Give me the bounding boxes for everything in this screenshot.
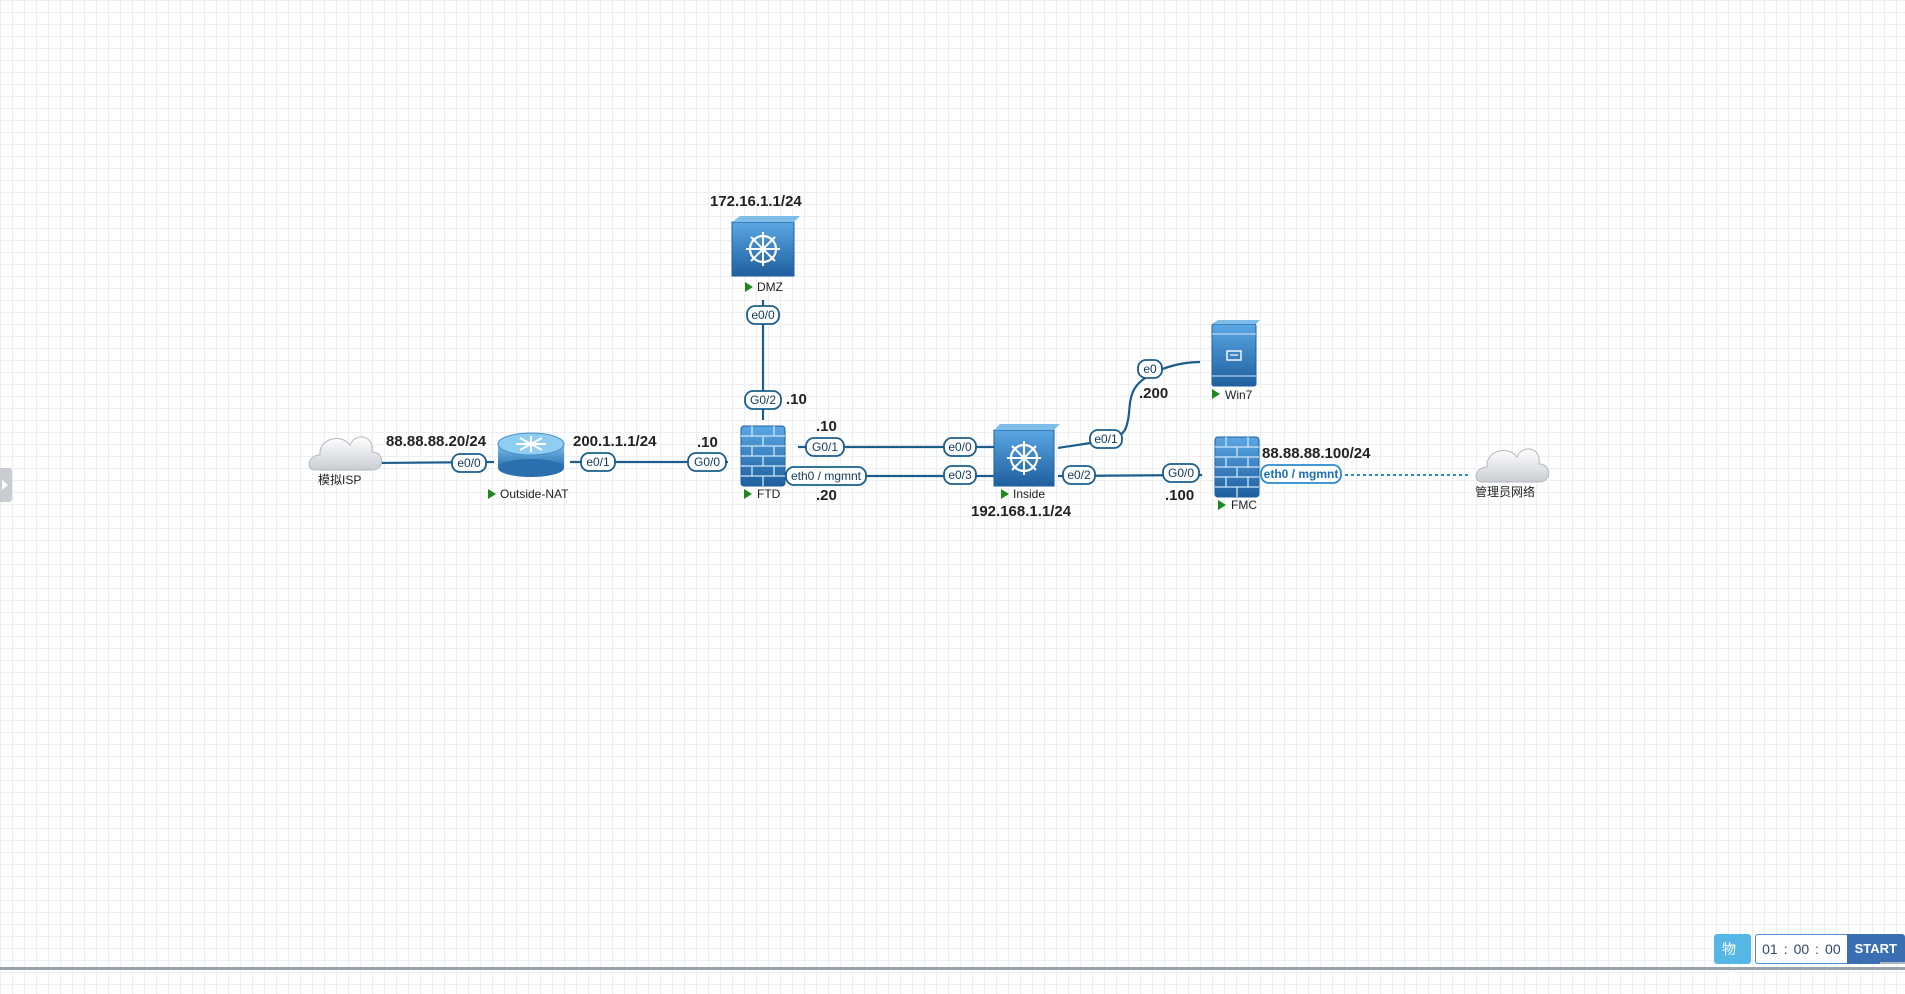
port-inside-e00[interactable]: e0/0 <box>943 437 977 457</box>
ftd-label: FTD <box>757 487 781 501</box>
svg-text:eth0 / mgmnt: eth0 / mgmnt <box>1264 467 1339 481</box>
running-indicator <box>1001 489 1009 499</box>
server-icon <box>1211 320 1260 387</box>
port-dmz-e00[interactable]: e0/0 <box>746 305 780 325</box>
port-win7-e0[interactable]: e0 <box>1137 359 1163 379</box>
svg-text:G0/1: G0/1 <box>812 440 838 454</box>
ip-label-fmc-mgmt: 88.88.88.100/24 <box>1262 445 1371 462</box>
running-indicator <box>1212 389 1220 399</box>
isp-label: 模拟ISP <box>318 473 361 487</box>
timer-minutes: 00 <box>1793 941 1810 957</box>
port-nat-e01[interactable]: e0/1 <box>580 452 616 472</box>
start-button[interactable]: START <box>1846 934 1905 964</box>
svg-text:e0/1: e0/1 <box>586 455 610 469</box>
firewall-icon <box>740 425 786 487</box>
ip-label-ftd-mgmt: .20 <box>816 487 837 504</box>
port-ftd-g02[interactable]: G0/2 <box>744 390 782 410</box>
port-inside-e02[interactable]: e0/2 <box>1062 465 1096 485</box>
svg-text:G0/2: G0/2 <box>750 393 776 407</box>
svg-text:e0/2: e0/2 <box>1067 468 1091 482</box>
running-indicator <box>744 489 752 499</box>
win7-label: Win7 <box>1225 388 1253 402</box>
ip-label-fmc-inside: .100 <box>1165 487 1194 504</box>
dmz-label: DMZ <box>757 280 783 294</box>
firewall-icon <box>1214 436 1260 498</box>
win7-node[interactable]: Win7 <box>1211 320 1260 402</box>
ip-label-inside: 192.168.1.1/24 <box>971 503 1072 520</box>
timer-separator: : <box>1815 941 1820 957</box>
svg-text:e0/0: e0/0 <box>751 308 775 322</box>
timer-hours: 01 <box>1762 941 1778 957</box>
fmc-label: FMC <box>1231 498 1257 512</box>
svg-text:e0: e0 <box>1143 362 1157 376</box>
lab-timer-bar: 物理 01 : 00 : 00 START <box>1714 934 1905 987</box>
ip-label-win7: .200 <box>1139 385 1168 402</box>
sidebar-expand-handle[interactable] <box>0 468 12 502</box>
svg-text:e0/1: e0/1 <box>1094 432 1118 446</box>
ip-label-ftd-inside: .10 <box>816 418 837 435</box>
ftd-node[interactable]: FTD <box>740 425 786 501</box>
ip-label-ftd-dmz: .10 <box>786 391 807 408</box>
topology-canvas[interactable]: 模拟ISP Outside-NAT FTD DMZ <box>0 0 1905 970</box>
inside-node[interactable]: Inside <box>993 424 1060 501</box>
resize-corner <box>1880 962 1905 964</box>
isp-node[interactable]: 模拟ISP <box>308 436 383 487</box>
port-ftd-eth0-mgmnt[interactable]: eth0 / mgmnt <box>785 466 867 486</box>
svg-text:e0/0: e0/0 <box>457 456 481 470</box>
cloud-icon <box>1475 448 1550 483</box>
port-fmc-eth0-mgmnt[interactable]: eth0 / mgmnt <box>1260 464 1342 484</box>
port-fmc-g00[interactable]: G0/0 <box>1162 463 1200 483</box>
svg-text:e0/3: e0/3 <box>948 468 972 482</box>
switch-icon <box>731 216 800 277</box>
ip-label-ftd-outside: .10 <box>697 434 718 451</box>
port-inside-e01[interactable]: e0/1 <box>1089 429 1123 449</box>
ip-label-dmz: 172.16.1.1/24 <box>710 193 802 210</box>
ip-label-isp: 88.88.88.20/24 <box>386 433 487 450</box>
svg-text:G0/0: G0/0 <box>694 455 720 469</box>
router-icon <box>497 432 565 477</box>
svg-text:G0/0: G0/0 <box>1168 466 1194 480</box>
outside-nat-label: Outside-NAT <box>500 487 569 501</box>
running-indicator <box>488 489 496 499</box>
svg-text:eth0 / mgmnt: eth0 / mgmnt <box>791 469 862 483</box>
port-ftd-g01[interactable]: G0/1 <box>805 437 845 457</box>
admin-network-label: 管理员网络 <box>1475 484 1535 499</box>
cloud-icon <box>308 436 383 471</box>
timer-display[interactable]: 01 : 00 : 00 <box>1755 934 1847 964</box>
svg-text:e0/0: e0/0 <box>948 440 972 454</box>
inside-label: Inside <box>1013 487 1045 501</box>
port-nat-e00[interactable]: e0/0 <box>451 453 487 473</box>
mode-physical-button[interactable]: 物理 <box>1714 934 1752 987</box>
fmc-node[interactable]: FMC <box>1214 436 1260 512</box>
admin-network-node[interactable]: 管理员网络 <box>1475 448 1550 499</box>
running-indicator <box>745 282 753 292</box>
port-inside-e03[interactable]: e0/3 <box>943 465 977 485</box>
dmz-node[interactable]: DMZ <box>731 216 800 294</box>
timer-seconds: 00 <box>1825 941 1841 957</box>
link-inside-win7[interactable] <box>1057 360 1201 450</box>
port-ftd-g00[interactable]: G0/0 <box>687 452 727 472</box>
outside-nat-node[interactable]: Outside-NAT <box>488 432 569 501</box>
ip-label-outside: 200.1.1.1/24 <box>573 433 657 450</box>
timer-separator: : <box>1783 941 1788 957</box>
switch-icon <box>993 424 1060 487</box>
running-indicator <box>1218 500 1226 510</box>
bottom-border <box>0 967 1905 970</box>
